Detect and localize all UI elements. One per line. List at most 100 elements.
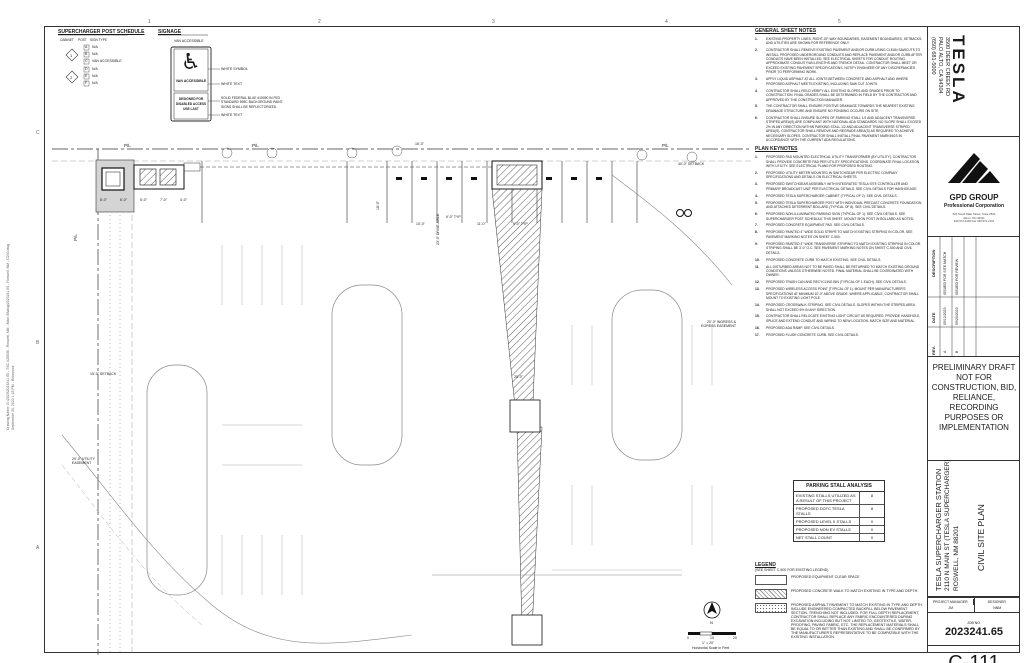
col-sign-type: SIGN TYPE	[90, 38, 107, 42]
post-sign-d: N/A	[92, 67, 98, 71]
list-item: 3.PROPOSED SWITCHGEAR ASSEMBLY WITH INTE…	[755, 182, 918, 191]
job-number: 2023241.65	[944, 626, 1004, 638]
post-code-f: F	[85, 81, 88, 85]
clear-space-swatch	[755, 575, 787, 585]
rev-b-desc: ISSUED FOR REVIEW	[955, 258, 959, 295]
signage-title: SIGNAGE	[158, 29, 182, 35]
dim-18: 18'-0"	[376, 201, 380, 210]
list-item: 15.CONTRACTOR SHALL RELOCATE EXISTING LI…	[755, 314, 921, 323]
grid-col-5: 5	[838, 19, 841, 25]
rev-header-rev: REV.	[931, 346, 936, 355]
list-item: 7.PROPOSED CONCRETE EQUIPMENT PAD. SEE C…	[755, 223, 865, 228]
dim-25: 25'-0"	[514, 375, 523, 379]
post-code-b: B	[85, 52, 88, 56]
dim-9-typ-1: 9'-0" TYP	[446, 215, 461, 219]
rev-b-date: 09/20/2023	[955, 307, 959, 325]
rev-header-desc: DESCRIPTION	[931, 249, 936, 277]
site-plan: P/L P/L P/L P/L 40'-0" SETBACK 15'-0" SE…	[52, 135, 752, 655]
tesla-address: 3500 DEER CREEK RD PALO ALTO, CA 94304 (…	[929, 37, 950, 96]
scale-caption: Horizontal Scale in Feet	[692, 646, 730, 650]
drive-aisle-label: 23'-0" DRIVE AISLE	[436, 213, 440, 245]
dim-9-typ-2: 9'-0" TYP	[513, 222, 528, 226]
drawing-plot-date: September 20, 2023 1:18 PM - Rhimpeoz	[10, 365, 15, 430]
post-sign-c: VAN ACCESSIBLE	[92, 59, 122, 63]
list-item: 6.CONTRACTOR SHALL ENSURE SLOPES OF PARK…	[755, 115, 922, 142]
post-code-e: E	[85, 74, 88, 78]
keynotes-title: PLAN KEYNOTES	[755, 146, 798, 153]
legend-title: LEGEND	[755, 562, 776, 568]
title-block: TESLA 3500 DEER CREEK RD PALO ALTO, CA 9…	[928, 26, 1020, 663]
post-code-a: A	[85, 45, 88, 49]
sheet-title: CIVIL SITE PLAN	[976, 504, 986, 571]
revision-table: REV. DATE DESCRIPTION A 09/12/2023 ISSUE…	[928, 237, 1020, 357]
concrete-walk-swatch	[755, 589, 787, 599]
firm-subtitle: Professional Corporation	[943, 203, 1004, 209]
grid-row-a: A	[36, 545, 40, 551]
plan-keynotes: PLAN KEYNOTES 1.PROPOSED PAD MOUNTED ELE…	[755, 146, 923, 337]
diamond-1-label: 1	[70, 53, 73, 58]
project-section: TESLA SUPERCHARGER STATION 2110 N MAIN S…	[928, 459, 1020, 597]
firm-name: GPD GROUP	[949, 193, 999, 202]
post-schedule: SUPERCHARGER POST SCHEDULE SIGNAGE CABIN…	[58, 29, 288, 129]
grid-col-4: 4	[665, 19, 668, 25]
legend-item: PROPOSED ASPHALT PAVEMENT TO MATCH EXIST…	[755, 603, 923, 639]
project-name: TESLA SUPERCHARGER STATION	[934, 468, 943, 591]
list-item: 2.PROPOSED UTILITY METER MOUNTED IN SWIT…	[755, 171, 898, 180]
property-line-label-3: P/L	[662, 143, 669, 148]
post-sign-f: N/A	[92, 81, 98, 85]
property-line-label-west: P/L	[72, 234, 78, 241]
rev-a-rev: A	[943, 350, 947, 353]
asphalt-swatch	[755, 603, 787, 613]
list-item: 17.PROPOSED FLUSH CONCRETE CURB. SEE CIV…	[755, 332, 859, 337]
post-sign-e: N/A	[92, 74, 98, 78]
diamond-2-label: 2	[70, 75, 73, 80]
rev-b-rev: B	[955, 350, 959, 353]
sign-lower-line-1: DESIGNED FOR	[178, 97, 204, 101]
site-plan-linework	[52, 145, 752, 655]
post-code-d: D	[85, 67, 88, 71]
list-item: 11.ALL DISTURBED AREAS NOT TO BE PAVED S…	[755, 264, 920, 278]
post-sign-a: N/A	[92, 45, 98, 49]
north-arrow-and-scale: N 0 10 20 1" = 20' Horizontal Scale in F…	[680, 600, 750, 650]
rev-header-date: DATE	[931, 312, 936, 323]
list-item: 14.PROPOSED CROSSWALK STRIPING. SEE CIVI…	[755, 303, 915, 312]
legend-item: PROPOSED CONCRETE WALK TO MATCH EXISTING…	[755, 589, 923, 599]
ingress-easement-label: 20'-0" INGRESS & EGRESS EASEMENT	[701, 320, 736, 328]
list-item: 9.PROPOSED PAINTED 4" WIDE TRANSVERSE ST…	[755, 241, 922, 255]
callout-white-text: WHITE TEXT	[221, 82, 243, 86]
scale-tick-20: 20	[733, 636, 737, 640]
list-item: 3.APPLY LIQUID ASPHALT AT ALL JOINTS BET…	[755, 77, 909, 86]
revision-grid	[928, 237, 1020, 357]
schedule-title: SUPERCHARGER POST SCHEDULE	[58, 29, 145, 35]
van-accessible-label: VAN ACCESSIBLE	[174, 39, 204, 43]
legend: LEGEND (SEE SHEET C-500 FOR EXISTING LEG…	[755, 562, 923, 652]
grid-col-3: 3	[492, 19, 495, 25]
property-line-label-2: P/L	[252, 143, 259, 148]
sign-lower-line-2: DISABLED ACCESS	[175, 102, 207, 106]
dim-6: 6'-0"	[120, 198, 127, 202]
drawing-file-info: Drawing Name: G:\2023\2023241.65 - TSC #…	[6, 200, 46, 430]
list-item: 13.PROPOSED WIRELESS ACCESS POINT (TYPIC…	[755, 287, 919, 301]
list-item: 12.PROPOSED TRASH CAN AND RECYCLING BIN …	[755, 280, 907, 285]
rev-a-desc: ISSUED FOR SITE MATCH	[943, 251, 947, 295]
drawing-frame	[44, 26, 928, 653]
list-item: 1.PROPOSED PAD MOUNTED ELECTRICAL UTILIT…	[755, 155, 920, 169]
firm-section: GPD GROUP Professional Corporation 520 S…	[928, 137, 1020, 237]
keynotes-list: 1.PROPOSED PAD MOUNTED ELECTRICAL UTILIT…	[755, 155, 923, 337]
sign-van-text: VAN ACCESSIBLE	[175, 79, 207, 83]
list-item: 4.PROPOSED TESLA SUPERCHARGER CABINET (T…	[755, 193, 898, 198]
dim-10: 10'-0"	[416, 222, 425, 226]
list-item: 1.EXISTING PROPERTY LINES, RIGHT-OF-WAY …	[755, 36, 923, 46]
callout-white-symbol: WHITE SYMBOL	[221, 67, 248, 71]
utility-easement-label: 20'-0" UTILITY EASEMENT	[72, 457, 95, 465]
list-item: 5.PROPOSED TESLA SUPERCHARGER POST WITH …	[755, 200, 922, 210]
sign-lower-line-3: USE LAST	[183, 107, 199, 111]
legend-subtitle: (SEE SHEET C-500 FOR EXISTING LEGEND)	[755, 568, 829, 572]
